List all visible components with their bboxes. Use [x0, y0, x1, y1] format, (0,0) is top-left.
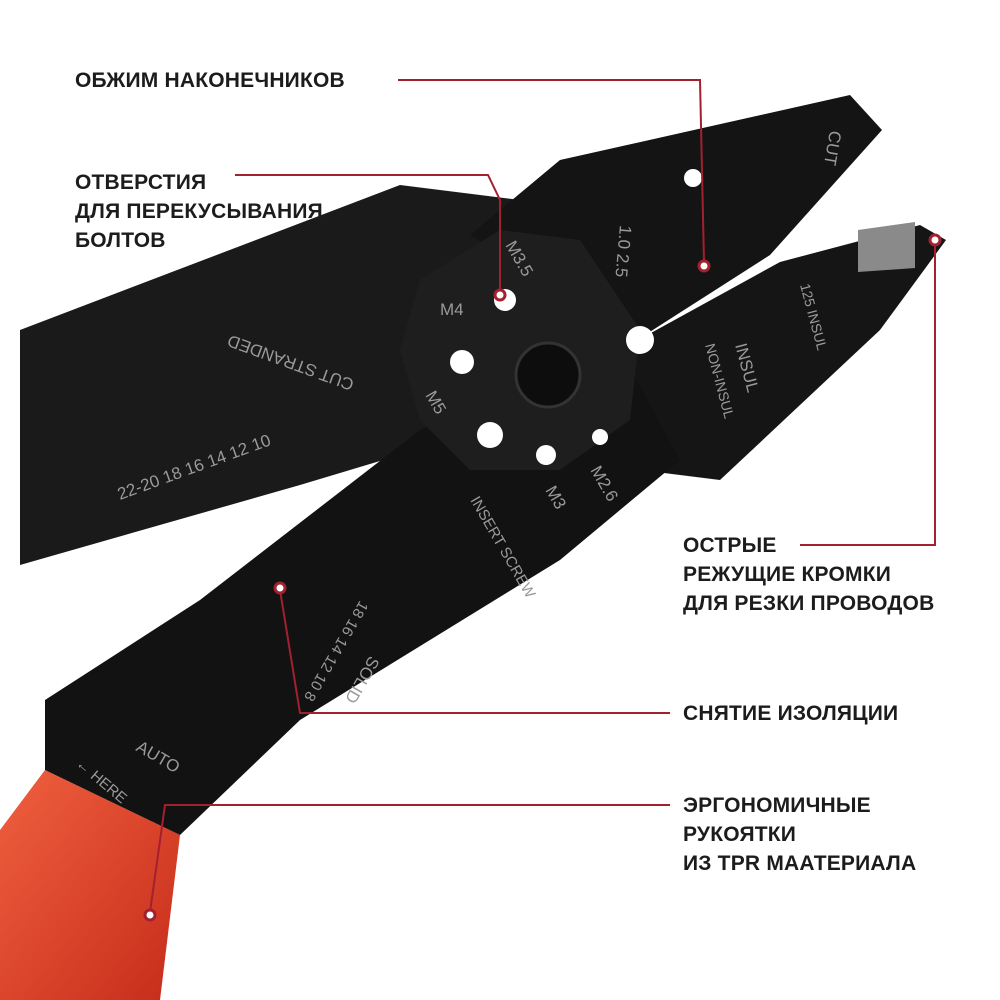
leader-cutting-edges	[800, 243, 936, 546]
callout-bolt-holes: ОТВЕРСТИЯ ДЛЯ ПЕРЕКУСЫВАНИЯ БОЛТОВ	[75, 168, 323, 255]
callout-line: ОБЖИМ НАКОНЕЧНИКОВ	[75, 69, 345, 92]
callout-line: ОТВЕРСТИЯ	[75, 171, 207, 194]
leader-lines	[149, 79, 936, 913]
leader-handles	[149, 804, 670, 913]
marking-m4: M4	[440, 300, 464, 319]
callout-line: ДЛЯ ПЕРЕКУСЫВАНИЯ	[75, 200, 323, 223]
leader-bolt-holes	[235, 174, 501, 290]
callout-line: ДЛЯ РЕЗКИ ПРОВОДОВ	[683, 592, 935, 615]
lower-arm	[45, 350, 680, 835]
marking-gauge: 1.0 2.5	[611, 225, 634, 278]
callout-cutting-edges: ОСТРЫЕ РЕЖУЩИЕ КРОМКИ ДЛЯ РЕЗКИ ПРОВОДОВ	[683, 531, 934, 618]
pivot-plate	[400, 230, 640, 470]
callout-line: СНЯТИЕ ИЗОЛЯЦИИ	[683, 702, 899, 725]
cutting-blade	[858, 222, 915, 272]
callout-line: РЕЖУЩИЕ КРОМКИ	[683, 563, 892, 586]
lower-jaw	[620, 225, 946, 480]
leader-stripping	[279, 589, 670, 714]
callout-line: ОСТРЫЕ	[683, 534, 777, 557]
pivot-bolt	[514, 341, 582, 409]
red-handle	[0, 770, 180, 1000]
callout-dots	[143, 233, 942, 922]
callout-line: БОЛТОВ	[75, 229, 166, 252]
callout-crimp: ОБЖИМ НАКОНЕЧНИКОВ	[75, 66, 345, 95]
callout-handles: ЭРГОНОМИЧНЫЕ РУКОЯТКИ ИЗ TPR МААТЕРИАЛА	[683, 791, 916, 878]
callout-line: ИЗ TPR МААТЕРИАЛА	[683, 852, 917, 875]
leader-crimp	[398, 79, 705, 263]
callout-line: ЭРГОНОМИЧНЫЕ	[683, 794, 871, 817]
callout-stripping: СНЯТИЕ ИЗОЛЯЦИИ	[683, 699, 898, 728]
callout-line: РУКОЯТКИ	[683, 823, 797, 846]
